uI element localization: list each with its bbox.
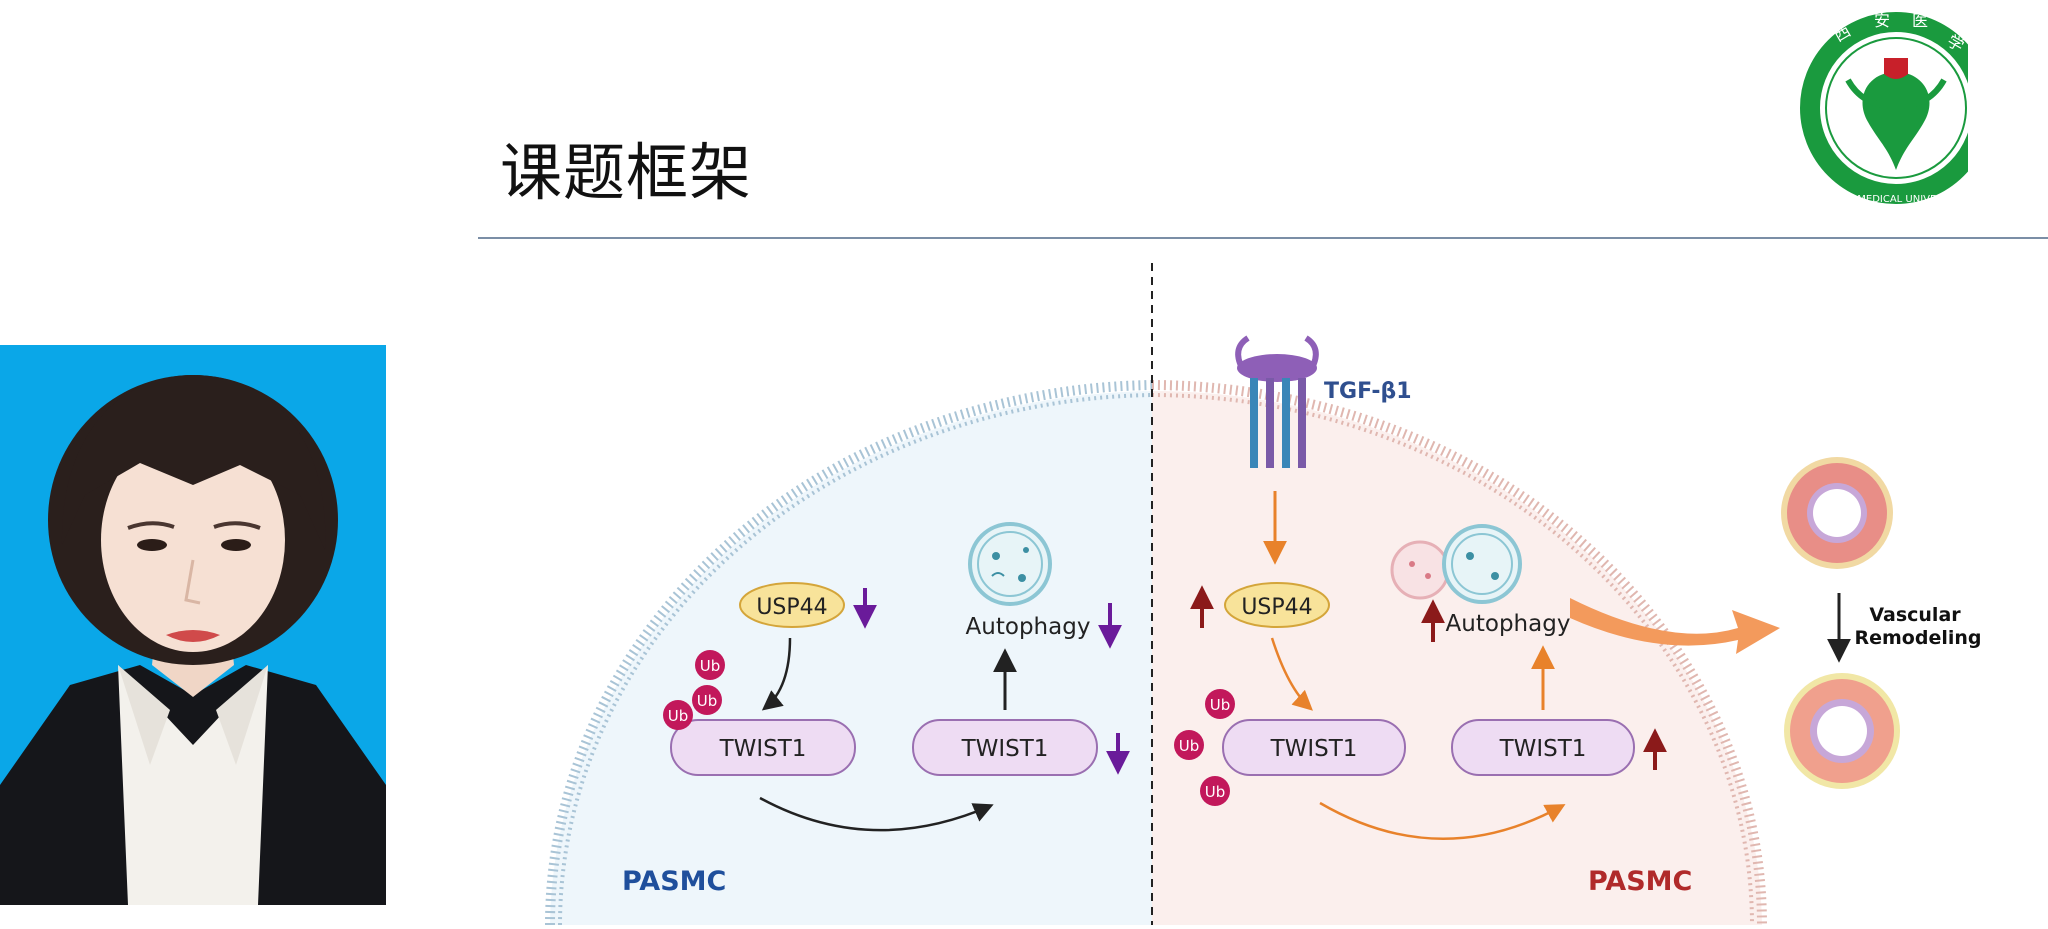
- ub-tag-right-1: [1205, 689, 1235, 719]
- usp44-node-right: [1224, 582, 1330, 628]
- remodeling-flow-arrow: [1570, 598, 1780, 654]
- cell-label-right: PASMC: [1588, 866, 1692, 897]
- autophagy-label-right: Autophagy: [1446, 611, 1571, 637]
- ub-tag-left-3: [663, 700, 693, 730]
- ub-tag-right-2: [1174, 730, 1204, 760]
- autophagosome-lysosome-icon: [1390, 524, 1522, 604]
- autophagy-label-left: Autophagy: [966, 614, 1091, 640]
- tgf-ligand-label: TGF-β1: [1324, 379, 1412, 404]
- twist1-node-right-a: [1222, 719, 1406, 776]
- portrait-photo: [0, 345, 386, 905]
- remodeling-label-line1: Vascular: [1869, 604, 1961, 626]
- svg-text:Ub: Ub: [1179, 737, 1200, 755]
- right-cell-body: [1152, 391, 1762, 925]
- svg-text:Ub: Ub: [697, 692, 718, 710]
- usp44-label-right: USP44: [1241, 595, 1312, 620]
- page-title: 课题框架: [500, 136, 753, 209]
- autophagosome-icon-left: [968, 522, 1052, 606]
- svg-text:安: 安: [1874, 11, 1890, 30]
- title-divider: [478, 237, 2048, 239]
- usp44-label-left: USP44: [756, 595, 827, 620]
- twist1-label-right-a: TWIST1: [1270, 736, 1358, 762]
- remodeling-label-line2: Remodeling: [1854, 627, 1981, 649]
- twist1-label-right-b: TWIST1: [1499, 736, 1587, 762]
- svg-text:Ub: Ub: [668, 707, 689, 725]
- university-logo: 西 安 医 学 院 XI'AN MEDICAL UNIVERSITY: [1788, 2, 1992, 214]
- svg-text:Ub: Ub: [700, 657, 721, 675]
- logo-name-text: XI'AN MEDICAL UNIVERSITY: [1827, 194, 1965, 205]
- twist1-node-left-a: [670, 719, 856, 776]
- ub-tag-left-2: [692, 685, 722, 715]
- svg-text:医: 医: [1912, 11, 1928, 30]
- ub-tag-right-3: [1200, 776, 1230, 806]
- ub-tag-left-1: [695, 650, 725, 680]
- mechanism-diagram: USP44 TWIST1 Ub Ub Ub TWIST1 Autophagy P…: [540, 258, 2010, 926]
- tgf-receptor-icon: [1235, 335, 1319, 468]
- twist1-node-right-b: [1451, 719, 1635, 776]
- vessel-normal-icon: [1781, 457, 1893, 569]
- cell-label-left: PASMC: [622, 866, 726, 897]
- usp44-node-left: [739, 582, 845, 628]
- vessel-remodeled-icon: [1784, 673, 1900, 789]
- twist1-node-left-b: [912, 719, 1098, 776]
- twist1-label-left-b: TWIST1: [961, 736, 1049, 762]
- svg-text:Ub: Ub: [1205, 783, 1226, 801]
- svg-text:Ub: Ub: [1210, 696, 1231, 714]
- twist1-label-left-a: TWIST1: [719, 736, 807, 762]
